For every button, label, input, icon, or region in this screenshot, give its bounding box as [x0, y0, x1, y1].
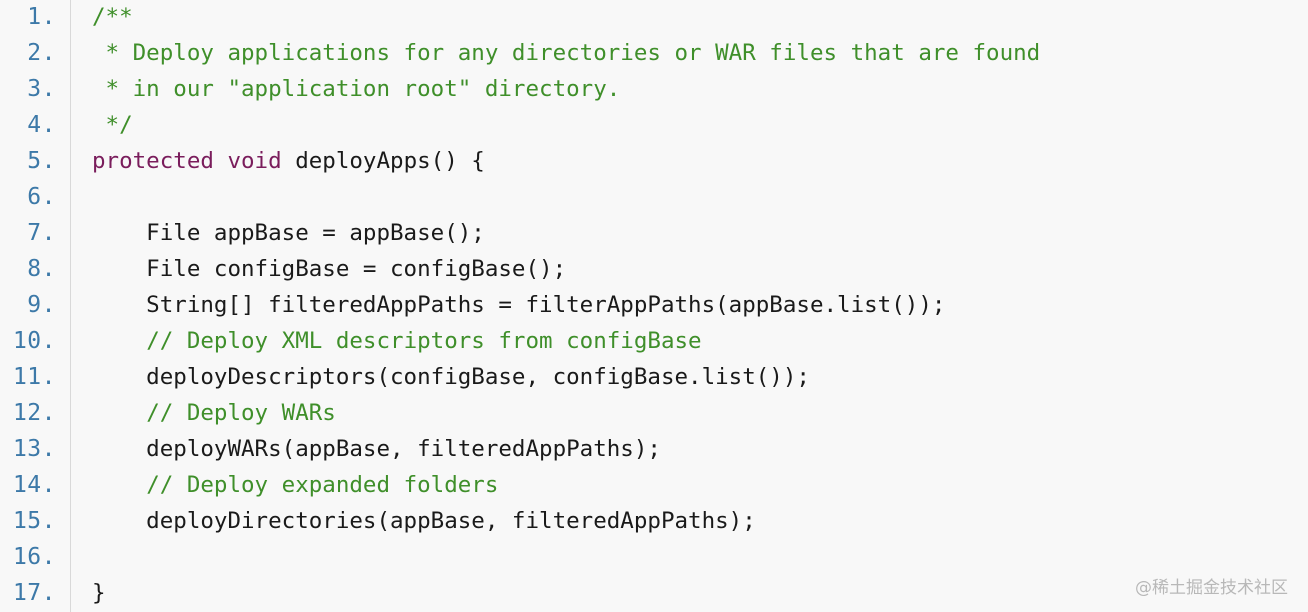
- line-number: 3.: [27, 76, 56, 102]
- code-line: 11. deployDescriptors(configBase, config…: [0, 359, 1308, 395]
- code-text: // Deploy expanded folders: [92, 467, 498, 503]
- code-token: [214, 148, 228, 174]
- code-line: 10. // Deploy XML descriptors from confi…: [0, 323, 1308, 359]
- code-token: deployDescriptors(configBase, configBase…: [92, 364, 810, 390]
- line-number: 15.: [12, 508, 56, 534]
- code-token: [92, 472, 146, 498]
- code-token: }: [92, 580, 106, 606]
- line-number: 2.: [27, 40, 56, 66]
- code-text: // Deploy WARs: [92, 395, 336, 431]
- code-text: */: [92, 107, 133, 143]
- code-line: 5. protected void deployApps() {: [0, 143, 1308, 179]
- code-line: 15. deployDirectories(appBase, filteredA…: [0, 503, 1308, 539]
- code-text: String[] filteredAppPaths = filterAppPat…: [92, 287, 945, 323]
- line-number: 6.: [27, 184, 56, 210]
- code-line: 3. * in our "application root" directory…: [0, 71, 1308, 107]
- line-number: 5.: [27, 148, 56, 174]
- code-token: [92, 400, 146, 426]
- line-number: 8.: [27, 256, 56, 282]
- code-token: deployDirectories(appBase, filteredAppPa…: [92, 508, 756, 534]
- line-number: 17.: [12, 580, 56, 606]
- code-line: 8. File configBase = configBase();: [0, 251, 1308, 287]
- code-comment: // Deploy XML descriptors from configBas…: [146, 328, 702, 354]
- code-line: 14. // Deploy expanded folders: [0, 467, 1308, 503]
- code-comment: // Deploy WARs: [146, 400, 336, 426]
- code-line: 16.: [0, 539, 1308, 575]
- code-line: 4. */: [0, 107, 1308, 143]
- code-line: 13. deployWARs(appBase, filteredAppPaths…: [0, 431, 1308, 467]
- line-number: 14.: [12, 472, 56, 498]
- code-line: 12. // Deploy WARs: [0, 395, 1308, 431]
- line-number: 13.: [12, 436, 56, 462]
- code-line: 1. /**: [0, 0, 1308, 35]
- code-keyword: protected: [92, 148, 214, 174]
- code-text: * Deploy applications for any directorie…: [92, 35, 1041, 71]
- line-number-gutter: [0, 0, 71, 612]
- code-line: 6.: [0, 179, 1308, 215]
- code-text: deployDescriptors(configBase, configBase…: [92, 359, 810, 395]
- code-comment: */: [92, 112, 133, 138]
- code-line: 2. * Deploy applications for any directo…: [0, 35, 1308, 71]
- line-number: 4.: [27, 112, 56, 138]
- code-token: String[] filteredAppPaths = filterAppPat…: [92, 292, 946, 318]
- code-token: [92, 328, 146, 354]
- line-number: 16.: [12, 544, 56, 570]
- line-number: 9.: [27, 292, 56, 318]
- code-text: deployWARs(appBase, filteredAppPaths);: [92, 431, 661, 467]
- code-keyword: void: [227, 148, 282, 174]
- code-comment: // Deploy expanded folders: [146, 472, 499, 498]
- code-text: /**: [92, 0, 133, 35]
- code-text: deployDirectories(appBase, filteredAppPa…: [92, 503, 756, 539]
- code-text: }: [92, 575, 106, 611]
- code-token: File appBase = appBase();: [92, 220, 485, 246]
- code-line: 9. String[] filteredAppPaths = filterApp…: [0, 287, 1308, 323]
- code-comment: * Deploy applications for any directorie…: [92, 40, 1041, 66]
- code-line: 17.}: [0, 575, 1308, 611]
- code-line: 7. File appBase = appBase();: [0, 215, 1308, 251]
- code-token: deployWARs(appBase, filteredAppPaths);: [92, 436, 661, 462]
- code-text: File configBase = configBase();: [92, 251, 566, 287]
- code-text: * in our "application root" directory.: [92, 71, 621, 107]
- line-number: 12.: [12, 400, 56, 426]
- code-text: // Deploy XML descriptors from configBas…: [92, 323, 702, 359]
- code-token: deployApps() {: [281, 148, 485, 174]
- line-number: 1.: [27, 4, 56, 30]
- line-number: 7.: [27, 220, 56, 246]
- code-comment: * in our "application root" directory.: [92, 76, 621, 102]
- code-text: protected void deployApps() {: [92, 143, 485, 179]
- watermark: @稀土掘金技术社区: [1135, 578, 1288, 598]
- code-text: File appBase = appBase();: [92, 215, 485, 251]
- line-number: 10.: [12, 328, 56, 354]
- code-token: File configBase = configBase();: [92, 256, 567, 282]
- line-number: 11.: [12, 364, 56, 390]
- code-comment: /**: [92, 4, 133, 30]
